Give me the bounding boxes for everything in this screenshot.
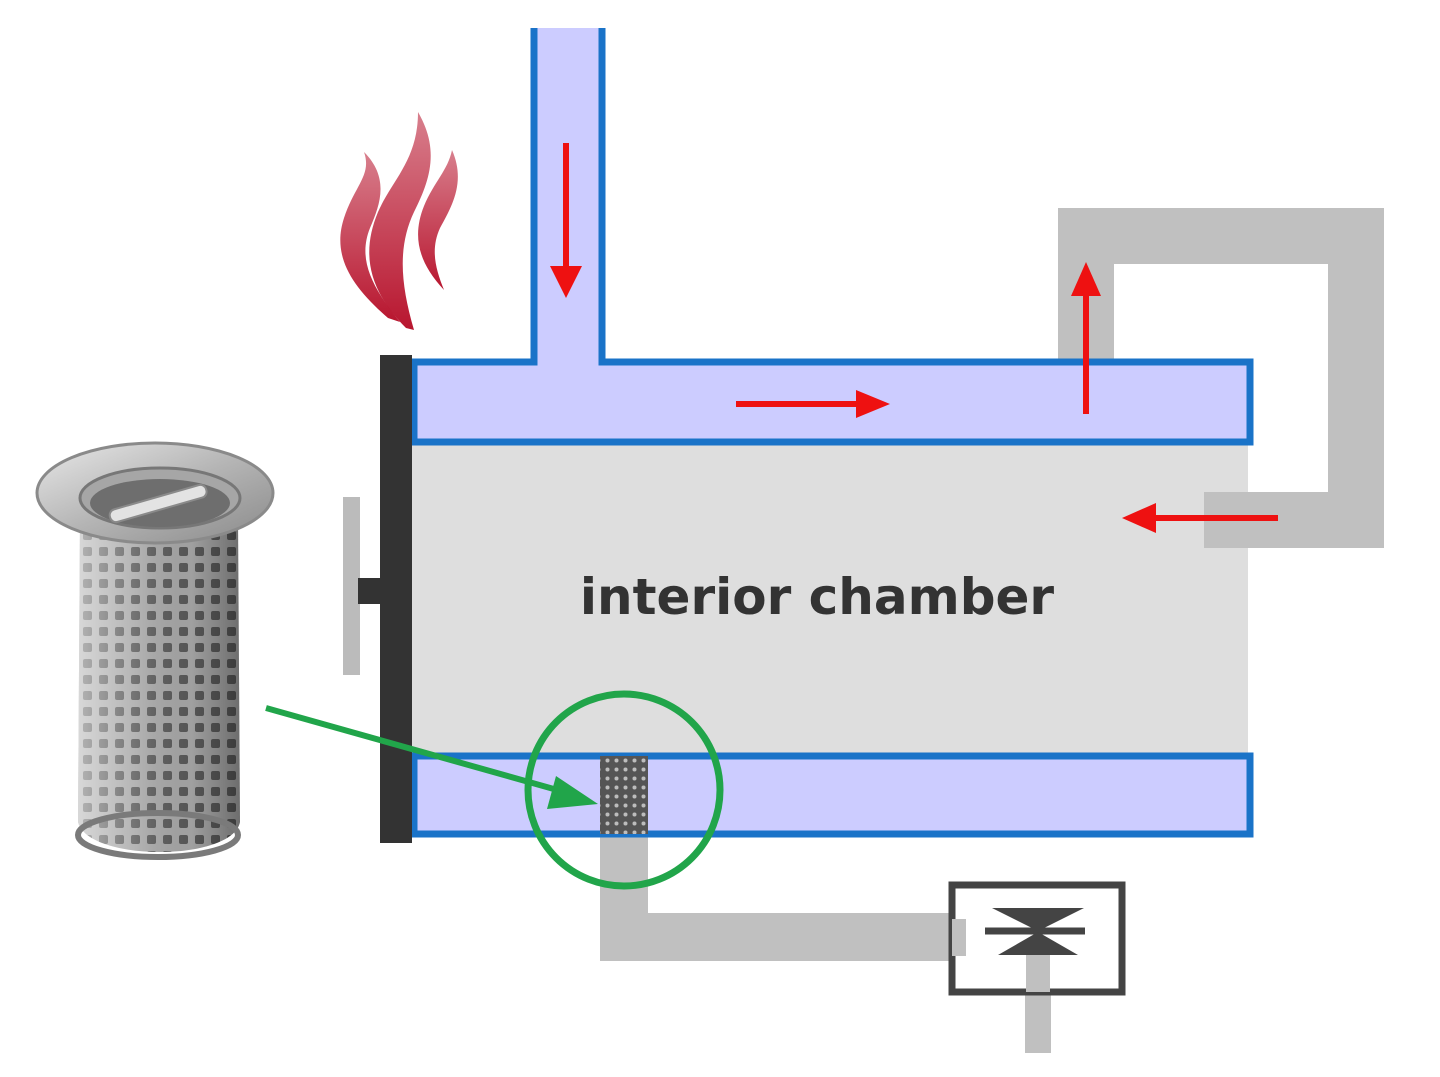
steam-jacket-top <box>410 28 1254 446</box>
door-handle <box>343 497 382 675</box>
door <box>380 355 412 843</box>
flow-arrow-left <box>1122 503 1278 533</box>
filter-callout-arrow <box>265 705 598 809</box>
drain-filter-mesh <box>600 756 648 834</box>
drain-pipe <box>600 836 958 961</box>
flow-arrow-down <box>550 143 582 298</box>
interior-chamber <box>410 440 1248 760</box>
check-valve-icon <box>948 881 1126 996</box>
flow-arrow-right <box>736 390 890 418</box>
steam-jacket-bottom <box>410 752 1254 838</box>
flow-arrow-up <box>1071 262 1101 414</box>
filter-callout-circle <box>524 690 724 890</box>
heat-waves-icon <box>340 112 458 330</box>
chamber-label: interior chamber <box>580 568 1055 626</box>
strainer-basket-icon <box>35 441 275 860</box>
